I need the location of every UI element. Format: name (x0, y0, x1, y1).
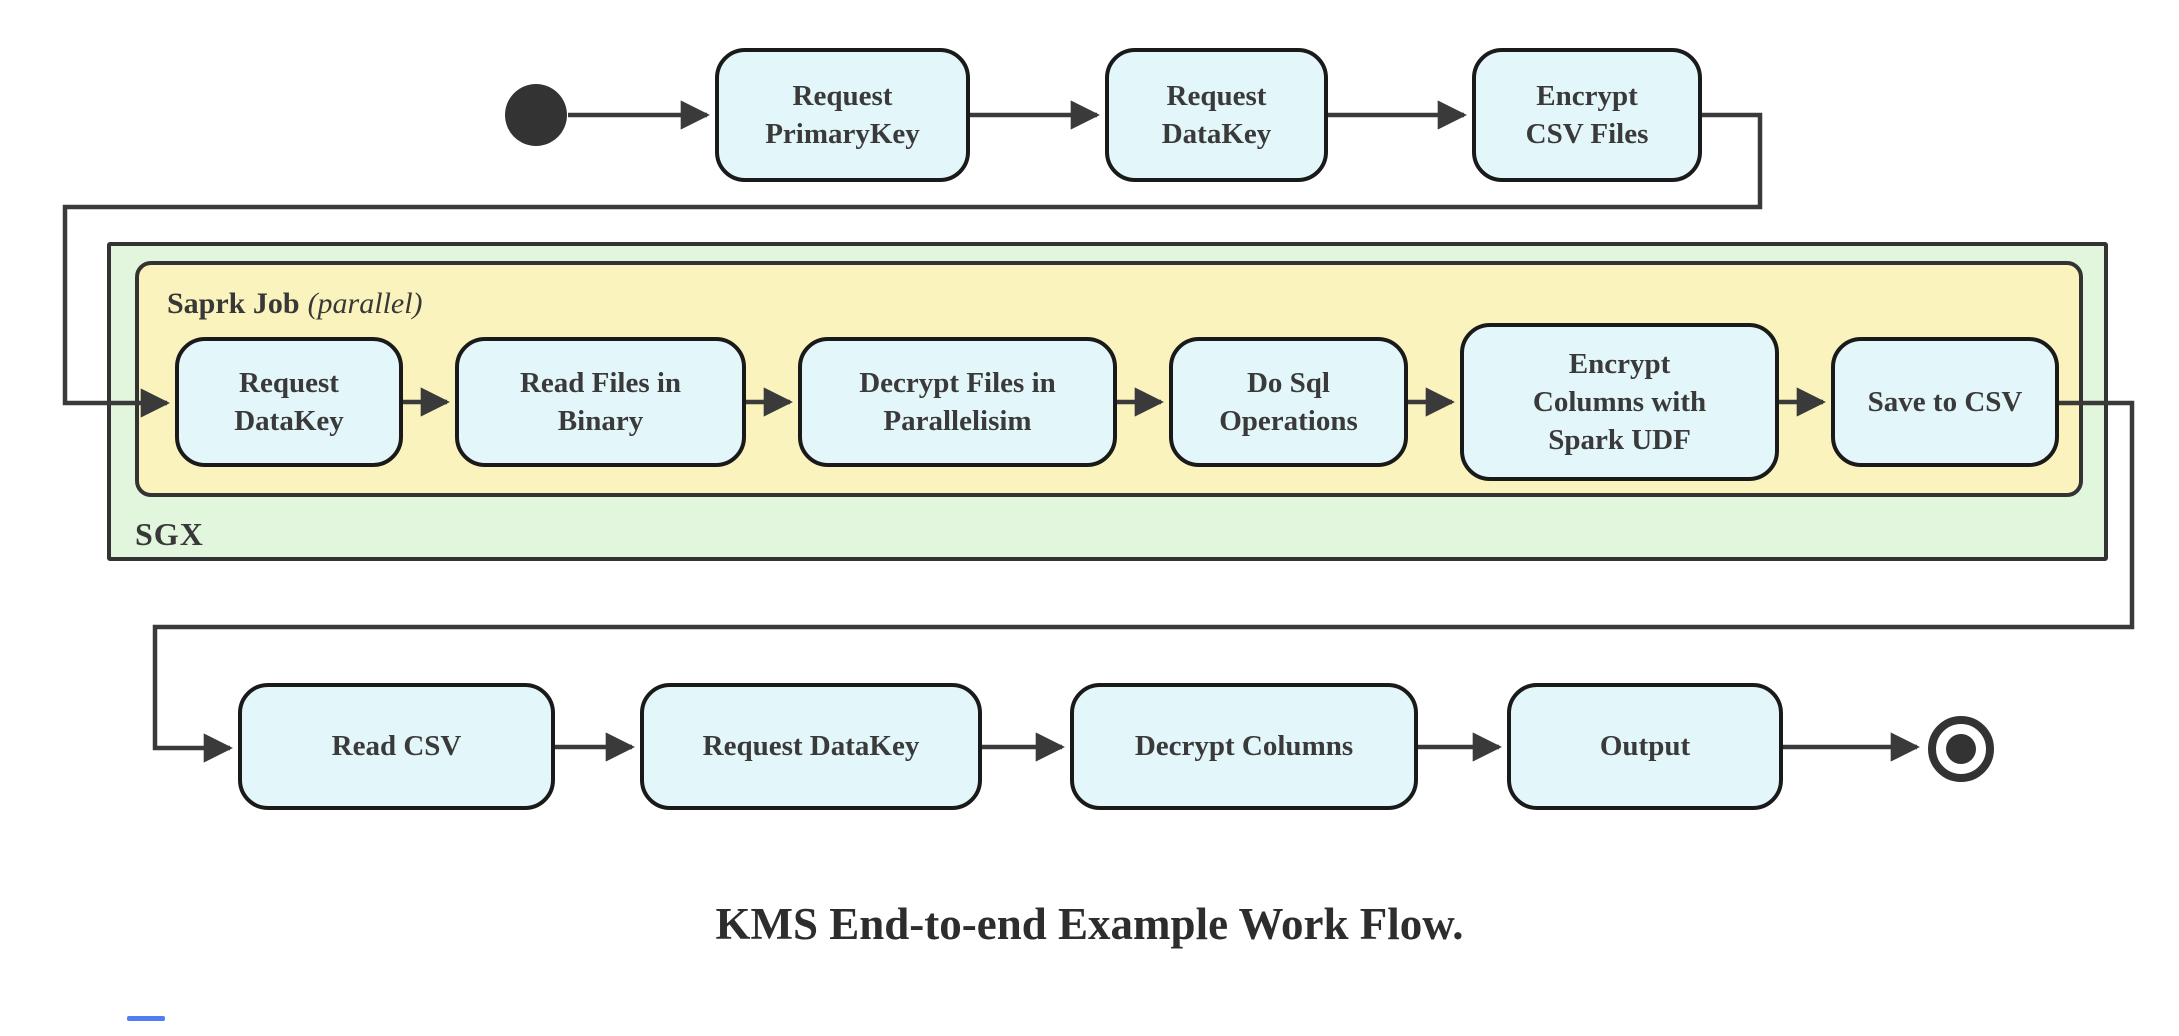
start-node (505, 84, 567, 146)
node-encrypt-columns-with-spark-udf: Encrypt Columns with Spark UDF (1460, 323, 1779, 481)
node-read-files-in-binary: Read Files in Binary (455, 337, 746, 467)
node-request-primarykey: Request PrimaryKey (715, 48, 970, 182)
sgx-label: SGX (135, 516, 204, 552)
node-request-datakey-top: Request DataKey (1105, 48, 1328, 182)
spark-job-label: Saprk Job(parallel) (167, 287, 423, 321)
node-decrypt-columns: Decrypt Columns (1070, 683, 1418, 810)
node-decrypt-files-in-parallelisim: Decrypt Files in Parallelisim (798, 337, 1117, 467)
end-node (1928, 716, 1994, 782)
node-save-to-csv: Save to CSV (1831, 337, 2059, 467)
spark-job-label-name: Saprk Job (167, 287, 300, 320)
spark-job-label-annotation: (parallel) (307, 287, 423, 320)
node-request-datakey-sgx: Request DataKey (175, 337, 403, 467)
diagram-title: KMS End-to-end Example Work Flow. (715, 899, 1464, 949)
node-read-csv: Read CSV (238, 683, 555, 810)
node-output: Output (1507, 683, 1783, 810)
node-request-datakey-bottom: Request DataKey (640, 683, 982, 810)
node-encrypt-csv-files: Encrypt CSV Files (1472, 48, 1702, 182)
blue-mark-artifact (127, 1016, 165, 1021)
node-do-sql-operations: Do Sql Operations (1169, 337, 1408, 467)
